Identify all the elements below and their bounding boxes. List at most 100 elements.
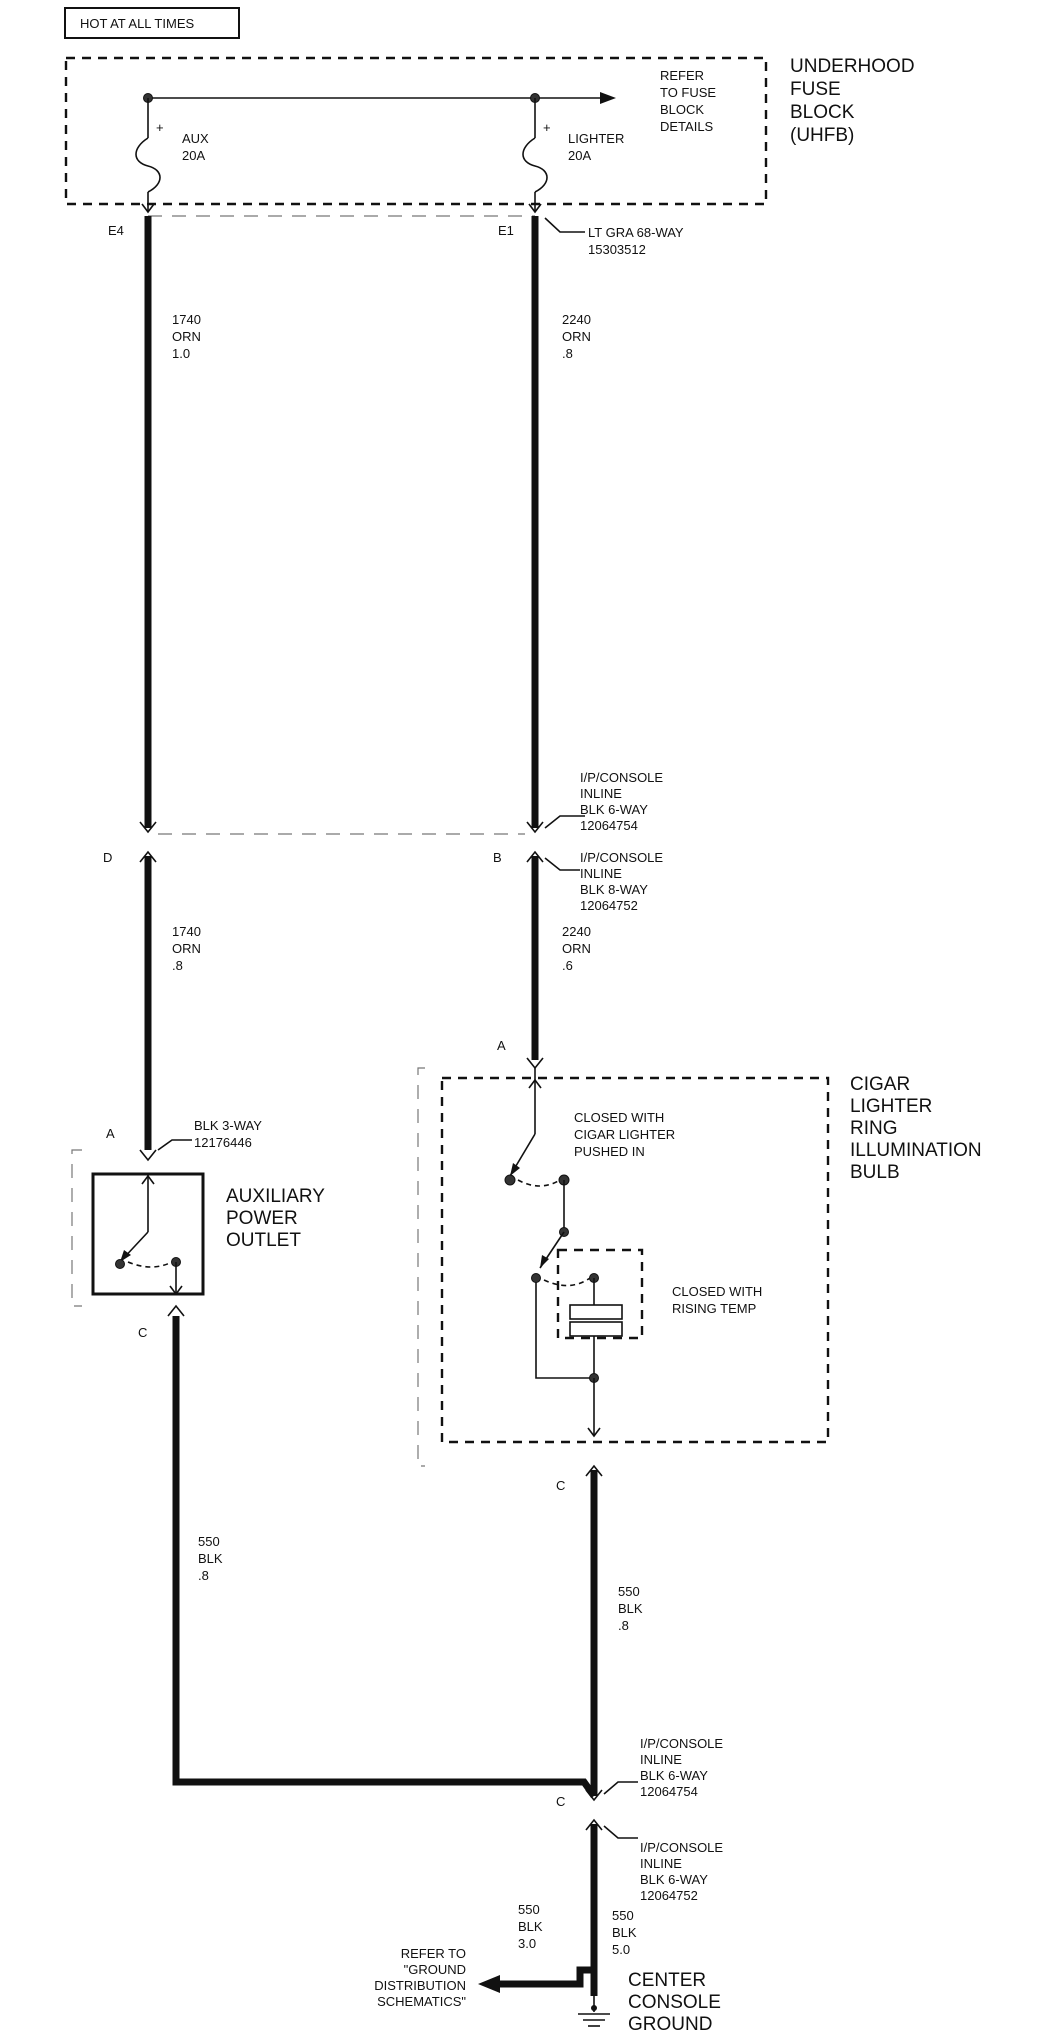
aux-fuse-polarity: + [156,120,164,135]
lighter-switch-note: CLOSED WITH CIGAR LIGHTER PUSHED IN [574,1110,675,1159]
svg-text:.8: .8 [172,958,183,973]
center-console-ground-title: CENTER CONSOLE GROUND [628,1970,721,2035]
svg-text:INLINE: INLINE [640,1752,682,1767]
svg-text:BLK 8-WAY: BLK 8-WAY [580,882,648,897]
svg-text:2240: 2240 [562,924,591,939]
aux-outlet-title: AUXILIARY POWER OUTLET [226,1186,325,1251]
svg-text:1740: 1740 [172,312,201,327]
svg-text:CIGAR: CIGAR [850,1074,910,1095]
svg-text:1.0: 1.0 [172,346,190,361]
pin-b: B [493,850,502,865]
svg-text:12064754: 12064754 [580,818,638,833]
svg-text:.8: .8 [198,1568,209,1583]
svg-text:INLINE: INLINE [580,786,622,801]
svg-text:BLK 3-WAY: BLK 3-WAY [194,1118,262,1133]
inline-male-b [526,821,544,834]
svg-text:FUSE: FUSE [790,79,841,100]
thermal-switch [531,1231,644,1438]
aux-pin-c: C [138,1325,147,1340]
svg-text:12064752: 12064752 [580,898,638,913]
svg-text:12064754: 12064754 [640,1784,698,1799]
aux-pin-c-terminal [167,1304,185,1317]
inline-male-d [139,821,157,834]
svg-text:INLINE: INLINE [580,866,622,881]
aux-pin-a-terminal [139,1149,157,1162]
wire-aux-lower-label: 1740 ORN .8 [172,924,201,973]
svg-text:ILLUMINATION: ILLUMINATION [850,1140,982,1161]
lighter-outline [440,1076,830,1444]
svg-text:CLOSED WITH: CLOSED WITH [672,1284,762,1299]
upper-female-leader [544,857,580,871]
svg-text:RING: RING [850,1118,898,1139]
svg-text:.8: .8 [562,346,573,361]
lighter-title: CIGAR LIGHTER RING ILLUMINATION BULB [850,1074,982,1183]
upper-male-leader [544,815,585,829]
uhfb-outline [64,56,768,206]
ground-icon [578,1996,610,2027]
svg-text:TO FUSE: TO FUSE [660,85,716,100]
svg-text:I/P/CONSOLE: I/P/CONSOLE [640,1840,723,1855]
svg-text:BLK: BLK [618,1601,643,1616]
wire-ground-main-label: 550 BLK 5.0 [612,1908,637,1957]
svg-text:BLOCK: BLOCK [660,102,704,117]
upper-male-connector-label: I/P/CONSOLE INLINE BLK 6-WAY 12064754 [580,770,663,833]
bus-arrow-icon [600,92,616,104]
svg-text:550: 550 [618,1584,640,1599]
svg-text:550: 550 [518,1902,540,1917]
uhfb-connector-leader [544,217,585,233]
cavity-e1: E1 [498,223,514,238]
svg-text:.6: .6 [562,958,573,973]
svg-text:LT GRA 68-WAY: LT GRA 68-WAY [588,225,684,240]
upper-female-connector-label: I/P/CONSOLE INLINE BLK 8-WAY 12064752 [580,850,663,913]
svg-text:POWER: POWER [226,1208,298,1229]
svg-text:I/P/CONSOLE: I/P/CONSOLE [640,1736,723,1751]
ground-refer-label: REFER TO "GROUND DISTRIBUTION SCHEMATICS… [374,1946,466,2009]
svg-text:RISING TEMP: RISING TEMP [672,1301,756,1316]
aux-outlet-switch [115,1174,183,1296]
svg-text:CIGAR LIGHTER: CIGAR LIGHTER [574,1127,675,1142]
svg-text:12176446: 12176446 [194,1135,252,1150]
svg-text:REFER TO: REFER TO [401,1946,466,1961]
svg-text:DETAILS: DETAILS [660,119,714,134]
wire-ground-right-label: 550 BLK .8 [618,1584,643,1633]
aux-fuse-name: AUX [182,131,209,146]
wire-lighter-lower-label: 2240 ORN .6 [562,924,591,973]
lighter-pin-c: C [556,1478,565,1493]
aux-fuse-rating: 20A [182,148,205,163]
wire-ground-left-label: 550 BLK .8 [198,1534,223,1583]
refer-fuse-details: REFER TO FUSE BLOCK DETAILS [660,68,716,134]
lower-female-leader [603,1825,638,1839]
svg-text:DISTRIBUTION: DISTRIBUTION [374,1978,466,1993]
lighter-fuse-rating: 20A [568,148,591,163]
hot-at-all-times-label: HOT AT ALL TIMES [80,16,194,31]
aux-connector-label: BLK 3-WAY 12176446 [194,1118,262,1150]
svg-text:BLK: BLK [518,1919,543,1934]
svg-text:BLK 6-WAY: BLK 6-WAY [640,1768,708,1783]
svg-text:INLINE: INLINE [640,1856,682,1871]
lighter-fuse [522,98,548,214]
svg-text:BLK 6-WAY: BLK 6-WAY [640,1872,708,1887]
svg-text:"GROUND: "GROUND [404,1962,466,1977]
svg-text:UNDERHOOD: UNDERHOOD [790,56,915,77]
wire-aux-upper-label: 1740 ORN 1.0 [172,312,201,361]
cavity-e4: E4 [108,223,124,238]
aux-pin-a: A [106,1126,115,1141]
svg-text:GROUND: GROUND [628,2014,712,2035]
svg-text:I/P/CONSOLE: I/P/CONSOLE [580,770,663,785]
lighter-switch [504,1068,570,1237]
svg-text:2240: 2240 [562,312,591,327]
svg-text:BLK: BLK [612,1925,637,1940]
svg-text:BLK 6-WAY: BLK 6-WAY [580,802,648,817]
uhfb-title: UNDERHOOD FUSE BLOCK (UHFB) [790,56,915,146]
thermal-switch-note: CLOSED WITH RISING TEMP [672,1284,762,1316]
svg-text:PUSHED IN: PUSHED IN [574,1144,645,1159]
svg-text:550: 550 [612,1908,634,1923]
aux-connector-leader [157,1139,192,1151]
svg-text:OUTLET: OUTLET [226,1230,301,1251]
lighter-fuse-name: LIGHTER [568,131,624,146]
svg-text:BLK: BLK [198,1551,223,1566]
svg-text:REFER: REFER [660,68,704,83]
uhfb-connector-label: LT GRA 68-WAY 15303512 [588,225,684,257]
svg-text:BULB: BULB [850,1162,900,1183]
